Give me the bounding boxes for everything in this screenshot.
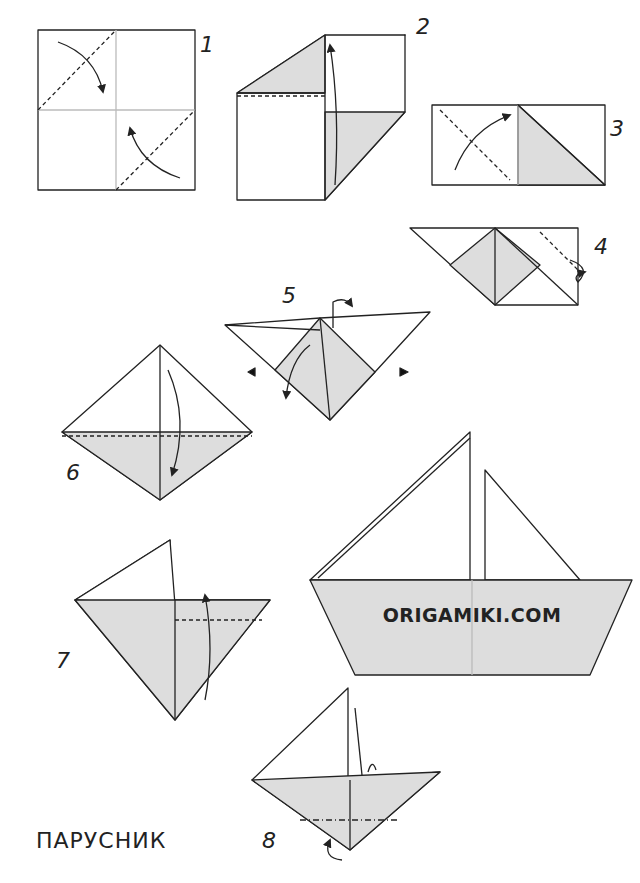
step-number: 5 xyxy=(282,285,296,307)
watermark: ORIGAMIKI.COM xyxy=(383,606,562,625)
step-number: 6 xyxy=(66,462,80,484)
step-number: 4 xyxy=(594,236,608,258)
step-number: 8 xyxy=(262,830,276,852)
step-number: 2 xyxy=(416,16,430,38)
step-number: 7 xyxy=(56,650,70,672)
step-number: 3 xyxy=(610,118,624,140)
step-number: 1 xyxy=(200,34,214,56)
title-text: ПАРУСНИК xyxy=(36,830,166,852)
